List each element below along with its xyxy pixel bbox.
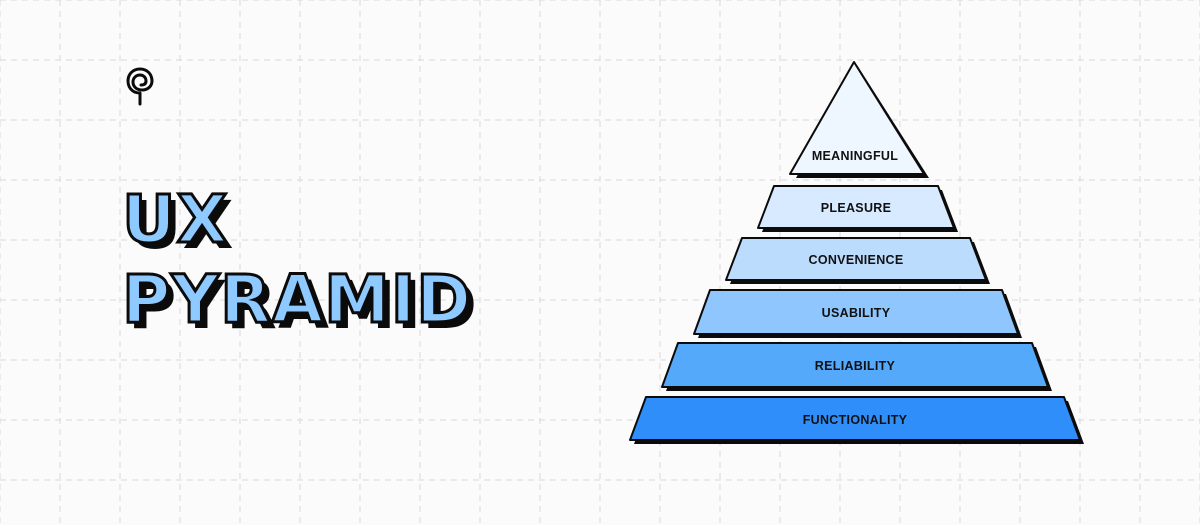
pyramid-label-convenience: CONVENIENCE bbox=[809, 253, 904, 267]
pyramid-label-meaningful: MEANINGFUL bbox=[812, 149, 898, 163]
title-line-pyramid: PYRAMID bbox=[121, 260, 473, 340]
pyramid-diagram: MEANINGFUL PLEASURE CONVENIENCE USABILIT… bbox=[629, 61, 1084, 444]
pyramid-level-reliability bbox=[661, 342, 1049, 388]
pyramid-label-reliability: RELIABILITY bbox=[815, 359, 896, 373]
pyramid-level-functionality bbox=[629, 396, 1081, 441]
pyramid-level-pleasure bbox=[757, 185, 955, 229]
pyramid-label-functionality: FUNCTIONALITY bbox=[803, 413, 908, 427]
spiral-pin-icon bbox=[126, 67, 154, 106]
pyramid-label-pleasure: PLEASURE bbox=[821, 201, 891, 215]
page-title: UX PYRAMID bbox=[121, 180, 582, 340]
pyramid-level-meaningful bbox=[789, 61, 925, 175]
pyramid-label-usability: USABILITY bbox=[822, 306, 891, 320]
pyramid-level-usability bbox=[693, 289, 1019, 335]
title-line-ux: UX bbox=[121, 180, 229, 260]
pyramid-level-convenience bbox=[725, 237, 987, 281]
